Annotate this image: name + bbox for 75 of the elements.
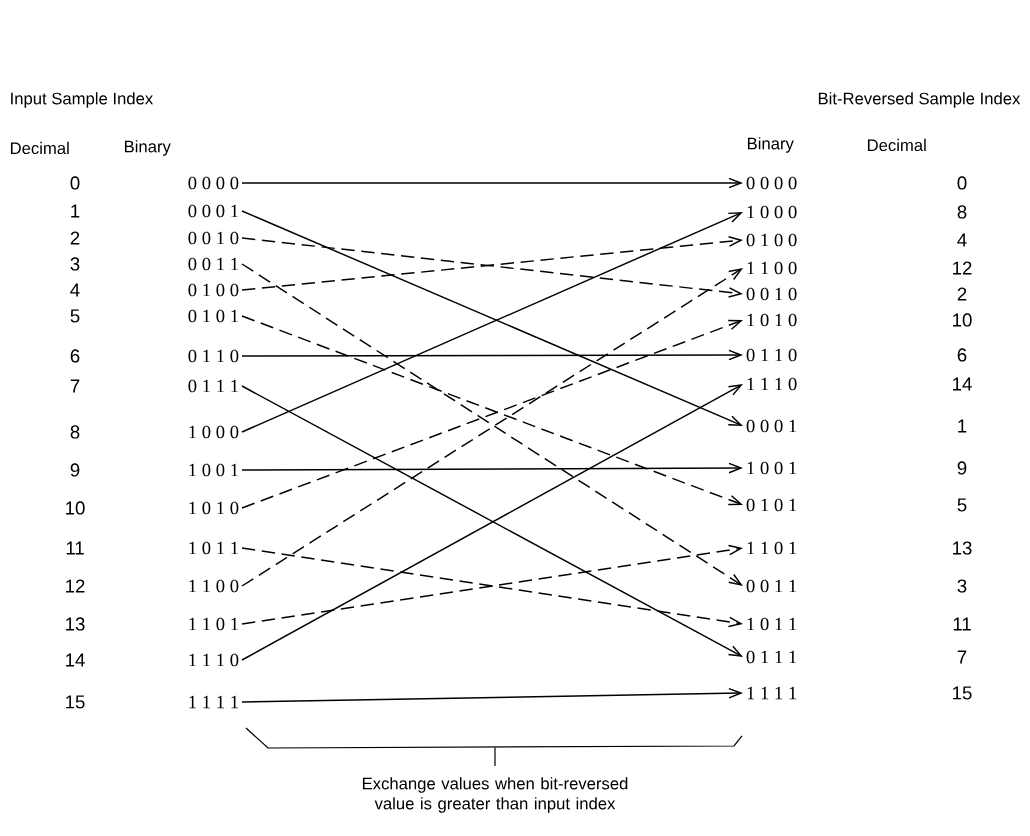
decimal-index: 2 xyxy=(957,287,967,301)
decimal-index: 9 xyxy=(70,463,80,477)
binary-index: 0 1 1 0 xyxy=(746,348,797,362)
binary-index: 1 1 0 1 xyxy=(747,541,797,555)
decimal-index: 5 xyxy=(70,309,80,323)
binary-index: 0 1 1 1 xyxy=(188,379,238,393)
binary-index: 0 0 1 0 xyxy=(188,231,239,245)
decimal-index: 4 xyxy=(70,283,80,297)
decimal-index: 15 xyxy=(66,695,85,709)
arrow xyxy=(241,687,743,703)
decimal-index: 2 xyxy=(70,231,80,245)
binary-index: 0 0 1 1 xyxy=(746,579,797,593)
binary-index: 0 0 0 0 xyxy=(188,176,239,190)
decimal-index: 12 xyxy=(953,261,972,275)
decimal-index: 0 xyxy=(70,176,80,190)
decimal-index: 12 xyxy=(66,579,85,593)
binary-index: 0 0 0 1 xyxy=(746,419,797,433)
binary-index: 1 0 0 0 xyxy=(189,425,239,439)
column-heading: Binary xyxy=(747,137,794,153)
decimal-index: 7 xyxy=(70,379,80,393)
binary-index: 1 0 0 1 xyxy=(747,461,797,475)
decimal-index: 3 xyxy=(70,257,80,271)
decimal-index: 5 xyxy=(957,498,967,512)
decimal-index: 4 xyxy=(957,233,967,247)
binary-index: 0 1 0 1 xyxy=(746,498,797,512)
decimal-index: 8 xyxy=(70,425,80,439)
binary-index: 0 1 0 0 xyxy=(188,283,239,297)
binary-index: 0 1 0 0 xyxy=(746,233,797,247)
caption: Exchange values when bit-reversed value is greater than input index xyxy=(362,777,628,813)
arrow xyxy=(241,177,743,189)
heading: Bit-Reversed Sample Index xyxy=(818,92,1021,108)
binary-index: 0 1 1 1 xyxy=(746,650,797,664)
binary-index: 0 1 0 1 xyxy=(188,309,238,323)
decimal-index: 3 xyxy=(957,579,967,593)
decimal-index: 10 xyxy=(66,501,85,515)
binary-index: 1 0 0 0 xyxy=(747,205,797,219)
binary-index: 1 1 1 1 xyxy=(189,695,238,709)
binary-index: 1 1 1 0 xyxy=(189,653,239,667)
binary-index: 0 0 1 0 xyxy=(746,287,797,301)
binary-index: 1 1 0 1 xyxy=(189,617,238,631)
binary-index: 0 0 0 0 xyxy=(746,176,797,190)
arrow xyxy=(241,462,743,474)
decimal-index: 1 xyxy=(71,204,80,218)
heading: Input Sample Index xyxy=(11,92,153,108)
decimal-index: 1 xyxy=(958,419,967,433)
decimal-index: 10 xyxy=(953,313,972,327)
binary-index: 1 0 1 1 xyxy=(747,617,797,631)
decimal-index: 11 xyxy=(953,617,971,631)
decimal-index: 14 xyxy=(953,377,972,391)
column-heading: Decimal xyxy=(10,141,69,155)
decimal-index: 6 xyxy=(957,348,967,362)
decimal-index: 6 xyxy=(70,349,80,363)
decimal-index: 13 xyxy=(66,617,85,631)
decimal-index: 7 xyxy=(957,650,967,664)
decimal-index: 11 xyxy=(66,541,84,555)
column-heading: Decimal xyxy=(867,138,926,152)
binary-index: 0 0 0 1 xyxy=(188,204,238,218)
binary-index: 1 1 0 0 xyxy=(189,579,239,593)
binary-index: 1 1 1 1 xyxy=(747,686,797,700)
binary-index: 0 1 1 0 xyxy=(188,349,239,363)
binary-index: 1 1 0 0 xyxy=(747,261,797,275)
column-heading: Binary xyxy=(124,140,171,156)
decimal-index: 0 xyxy=(957,176,967,190)
binary-index: 1 0 1 0 xyxy=(747,313,797,327)
decimal-index: 14 xyxy=(66,653,85,667)
binary-index: 0 0 1 1 xyxy=(188,257,238,271)
decimal-index: 8 xyxy=(957,205,967,219)
binary-index: 1 0 0 1 xyxy=(189,463,238,477)
arrow xyxy=(241,349,743,361)
decimal-index: 13 xyxy=(953,541,972,555)
binary-index: 1 1 1 0 xyxy=(747,377,797,391)
binary-index: 1 0 1 0 xyxy=(189,501,239,515)
decimal-index: 15 xyxy=(953,686,972,700)
decimal-index: 9 xyxy=(957,461,967,475)
binary-index: 1 0 1 1 xyxy=(189,541,238,555)
